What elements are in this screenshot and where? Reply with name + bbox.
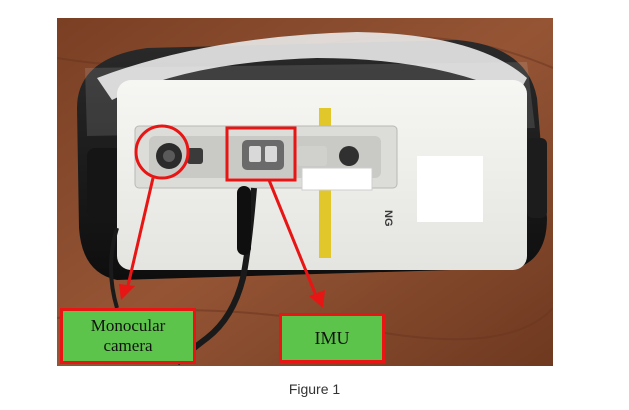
monocular-label-line2: camera bbox=[103, 336, 153, 355]
monocular-camera-label: Monocular camera bbox=[60, 308, 196, 364]
figure-photo: NG bbox=[57, 18, 553, 366]
device-print: NG bbox=[382, 210, 394, 227]
imu-arrow bbox=[267, 179, 319, 299]
camera-annotation-circle bbox=[134, 124, 190, 180]
imu-annotation-box bbox=[225, 126, 297, 182]
monocular-label-line1: Monocular bbox=[90, 316, 166, 335]
imu-label: IMU bbox=[279, 313, 385, 363]
figure-caption: Figure 1 bbox=[288, 381, 341, 397]
camera-arrow bbox=[125, 177, 155, 291]
imu-module bbox=[242, 140, 284, 170]
imu-label-text: IMU bbox=[314, 327, 350, 348]
headset-strap bbox=[97, 32, 527, 100]
redaction-square bbox=[417, 156, 483, 222]
